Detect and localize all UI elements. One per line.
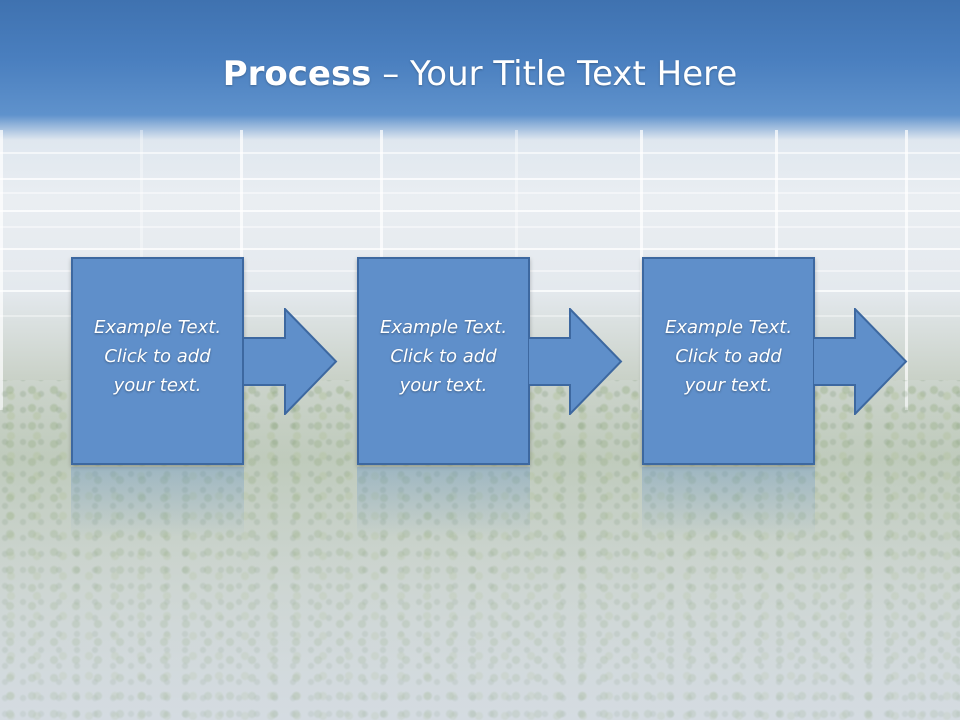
process-step-3-text[interactable]: Example Text. Click to add your text. [664, 317, 793, 396]
process-arrow-2-icon [528, 308, 623, 415]
slide-title-bold: Process [222, 54, 372, 94]
slide-title-rest: – Your Title Text Here [371, 54, 738, 94]
process-step-1-text[interactable]: Example Text. Click to add your text. [93, 317, 222, 396]
process-step-3-reflection [642, 467, 815, 537]
process-step-2-text[interactable]: Example Text. Click to add your text. [379, 317, 508, 396]
process-step-1-reflection [71, 467, 244, 537]
process-arrow-3-icon [813, 308, 908, 415]
slide-title[interactable]: Process – Your Title Text Here [0, 52, 960, 96]
process-step-2-reflection [357, 467, 530, 537]
process-step-3-box[interactable] [642, 257, 815, 465]
process-step-2-box[interactable] [357, 257, 530, 465]
process-arrow-1-icon [243, 308, 338, 415]
